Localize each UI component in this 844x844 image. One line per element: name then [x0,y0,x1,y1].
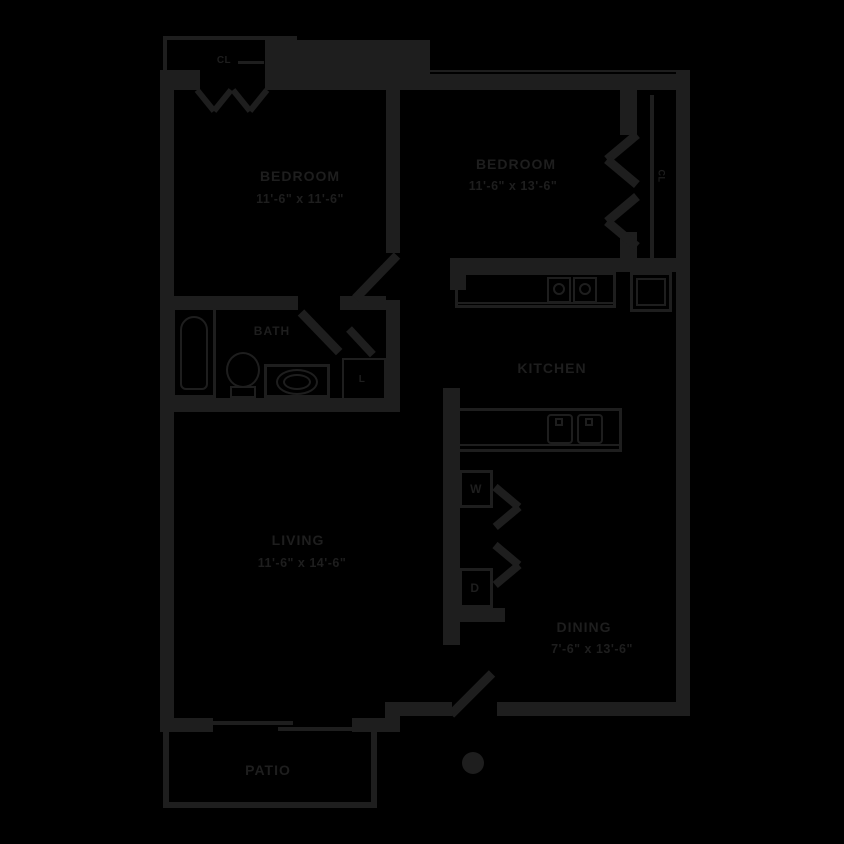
bedroom2-label: BEDROOM [475,156,557,172]
closet1-door-leaf-4 [247,88,270,113]
toilet-tank [230,386,256,398]
kitchen-sink-basin-right [577,414,603,444]
dining-dimensions: 7'-6" x 13'-6" [551,641,633,656]
closet2-shelf-line [650,95,654,258]
wall-top-right-outer [430,70,690,72]
linen-door-leaf [346,326,376,358]
kitchen-counter-top [455,272,616,308]
vanity-sink-outer [276,369,318,395]
wall-bottom-right-a [400,702,452,716]
linen-closet-box [342,358,386,400]
entry-door-leaf [447,670,496,718]
burner-ring-right [579,283,591,295]
vanity-sink-inner [283,374,311,390]
refrigerator-inner [636,278,666,306]
wall-bottom-left-b [352,718,385,732]
sliding-door-panel-2 [278,727,352,731]
wall-right [676,70,690,716]
bedroom1-label: BEDROOM [259,168,341,184]
kitchen-faucet-right [585,418,593,426]
kitchen-sink-basin-left [547,414,573,444]
wall-center-upper [386,90,400,253]
wall-bath-bottom [160,398,400,412]
washer-door-leaf-b [492,503,522,530]
bathtub-outline [172,306,216,398]
patio-label: PATIO [245,762,291,778]
living-label: LIVING [271,532,325,548]
kitchen-counter-bottom-edge [448,444,622,446]
wall-closet1-left [163,36,167,72]
range-burner-right [573,277,597,303]
bedroom1-dimensions: 11'-6" x 11'-6" [256,191,344,206]
wall-kitchen-column [443,388,460,645]
closet1-rod-line [238,61,264,64]
wall-bottom-left-a [160,718,213,732]
patio-wall-right [371,732,377,808]
wall-center-lower [386,300,400,412]
kitchen-label: KITCHEN [517,360,587,376]
bathtub-basin [180,316,208,390]
wall-top-right [430,74,690,90]
refrigerator-outline [630,272,672,312]
sliding-door-panel-1 [213,721,293,725]
wall-closet1-top [163,36,297,40]
toilet-bowl [226,352,260,388]
washer-box [459,470,493,508]
wall-top-thick-block [265,40,430,90]
kitchen-counter-top-edge [455,302,616,304]
wall-laundry-stub [443,608,505,622]
bedroom1-door-leaf [352,252,401,302]
linen-closet-label: L [358,374,366,385]
patio-wall-bottom [163,802,377,808]
washer-label: W [470,482,482,496]
closet2-label: CL [656,169,667,183]
vanity-outline [264,364,330,398]
wall-bedroom2-bottom [450,258,676,272]
kitchen-counter-bottom [448,408,622,452]
wall-bottom-right-b [497,702,676,716]
patio-wall-left [163,732,169,808]
wall-bottom-step [385,702,400,732]
living-dimensions: 11'-6" x 14'-6" [257,555,347,570]
dining-label: DINING [556,619,612,635]
range-burner-left [547,277,571,303]
entry-marker-dot [462,752,484,774]
closet1-label: CL [216,55,232,66]
wall-bath-top-stub [340,296,386,310]
closet2-bifold-1b [604,156,640,189]
wall-closet2-top [620,90,637,135]
kitchen-faucet-left [555,418,563,426]
bath-label: BATH [253,324,291,338]
burner-ring-left [553,283,565,295]
dryer-label: D [470,581,480,595]
dryer-box [459,568,493,608]
dryer-door-leaf-b [492,561,522,588]
bedroom2-dimensions: 11'-6" x 13'-6" [468,178,558,193]
bath-door-leaf [297,309,343,356]
